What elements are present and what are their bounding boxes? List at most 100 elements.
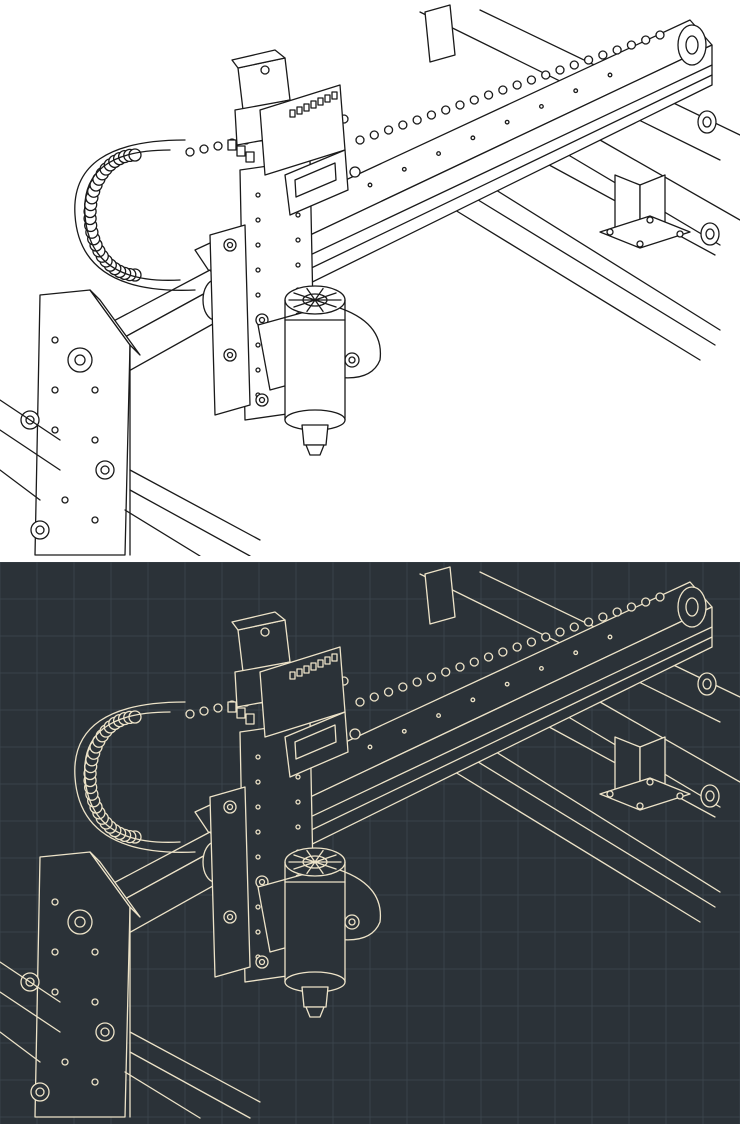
beam-small-hole-2 <box>436 713 442 719</box>
spindle-fan-fin-8 <box>314 287 324 301</box>
blueprint-panel-light <box>0 0 740 556</box>
beam-hole-5 <box>426 110 437 120</box>
end-plate-bearing-center <box>74 916 86 928</box>
terminal-pin-3 <box>310 662 317 671</box>
carriage-bolt-b-3 <box>295 824 301 830</box>
stepper-motor-shaft <box>260 65 270 75</box>
wire-connector-1 <box>236 145 246 157</box>
beam-small-hole-1 <box>401 166 407 172</box>
post-bolt-0 <box>606 790 614 798</box>
beam-small-hole-1 <box>401 728 407 734</box>
spindle-fan-fin-3 <box>306 299 316 313</box>
beam-small-hole-5 <box>538 665 544 671</box>
control-knob <box>349 728 361 740</box>
roller-hub-0 <box>702 116 712 128</box>
end-plate-nut-center-1 <box>100 465 110 475</box>
terminal-pin-0 <box>289 109 296 118</box>
roller-hub-1 <box>705 228 715 240</box>
beam-hole-6 <box>441 105 451 115</box>
end-plate-nut-center-2 <box>35 1087 45 1097</box>
terminal-pin-2 <box>303 103 310 112</box>
end-plate-hole-6 <box>91 516 99 524</box>
gantry-beam-end-roller-hub <box>685 35 699 55</box>
gantry-end-plate-edge <box>89 289 141 356</box>
spindle-motor-body <box>284 319 346 421</box>
beam-hole-14 <box>555 627 565 637</box>
beam-hole-13 <box>541 70 551 80</box>
beam-hole-10 <box>498 85 508 95</box>
base-rails-left <box>0 961 261 1119</box>
carriage-nut-center-2 <box>258 878 266 886</box>
terminal-pin-5 <box>324 94 331 103</box>
clamp-bolt-center <box>348 918 356 926</box>
carriage-bolt-b-1 <box>295 212 301 218</box>
machine-drawing <box>0 4 740 556</box>
end-plate-hole-0 <box>51 898 59 906</box>
end-plate-hole-3 <box>51 988 59 996</box>
terminal-pin-1 <box>296 106 303 115</box>
carriage-bolt-a-7 <box>255 929 261 935</box>
gantry-beam-end-roller-hub <box>685 597 699 617</box>
beam-small-hole-6 <box>573 650 579 656</box>
end-plate-hole-5 <box>61 1058 69 1066</box>
post-bolt-2 <box>676 792 684 800</box>
post-bolt-0 <box>606 228 614 236</box>
beam-hole-18 <box>612 607 622 617</box>
spindle-fan-fin-4 <box>293 861 316 870</box>
beam-small-hole-0 <box>367 182 373 188</box>
beam-hole-13 <box>541 632 551 642</box>
beam-hole-20 <box>641 597 651 607</box>
cable-drag-chain <box>74 114 349 291</box>
z-axis-side-plate <box>209 224 251 416</box>
beam-hole-8 <box>469 657 479 667</box>
carriage-bolt-a-1 <box>255 217 261 223</box>
beam-hole-16 <box>583 55 594 65</box>
end-plate-nut-center-1 <box>100 1027 110 1037</box>
tool-bit <box>305 444 325 456</box>
end-plate-hole-2 <box>91 948 99 956</box>
carriage-bolt-a-4 <box>255 292 261 298</box>
beam-hole-9 <box>483 90 494 100</box>
spindle-fan-fin-9 <box>314 292 337 301</box>
beam-hole-15 <box>569 622 579 632</box>
stepper-motor-shaft <box>260 627 270 637</box>
z-axis-side-plate <box>209 786 251 978</box>
spindle-fan-fin-7 <box>306 849 316 863</box>
roller-hub-0 <box>702 678 712 690</box>
lcd-display-screen <box>294 162 337 198</box>
beam-hole-0 <box>355 697 365 707</box>
roller-hub-1 <box>705 790 715 802</box>
carriage-bolt-a-6 <box>255 342 261 348</box>
beam-small-hole-3 <box>470 135 476 141</box>
end-plate-nut-center-2 <box>35 525 45 535</box>
beam-hole-1 <box>369 130 379 140</box>
beam-hole-21 <box>655 30 665 40</box>
beam-small-hole-6 <box>573 88 579 94</box>
beam-hole-5 <box>426 672 437 682</box>
beam-small-hole-2 <box>436 151 442 157</box>
wire-connector-2 <box>245 713 255 725</box>
beam-hole-16 <box>583 617 594 627</box>
gantry-end-plate <box>34 851 131 1118</box>
end-plate-bearing-center <box>74 354 86 366</box>
beam-small-hole-4 <box>504 681 510 687</box>
blueprint-panel-dark <box>0 562 740 1124</box>
beam-hole-21 <box>655 592 665 602</box>
carriage-bolt-a-0 <box>255 192 261 198</box>
beam-hole-17 <box>598 50 608 60</box>
carriage-nut-center-3 <box>258 396 266 404</box>
terminal-pin-4 <box>317 659 324 668</box>
spindle-fan-fin-2 <box>314 861 324 875</box>
carriage-bolt-a-4 <box>255 854 261 860</box>
machine-drawing <box>0 562 740 1124</box>
post-bolt-2 <box>676 230 684 238</box>
beam-hole-17 <box>598 612 608 622</box>
terminal-pin-6 <box>331 91 338 100</box>
beam-hole-7 <box>455 100 465 110</box>
spindle-fan-fin-1 <box>314 861 337 870</box>
beam-small-hole-7 <box>607 634 613 640</box>
carriage-bolt-a-7 <box>255 367 261 373</box>
beam-hole-4 <box>412 677 422 687</box>
terminal-pin-0 <box>289 671 296 680</box>
carriage-bolt-a-2 <box>255 242 261 248</box>
